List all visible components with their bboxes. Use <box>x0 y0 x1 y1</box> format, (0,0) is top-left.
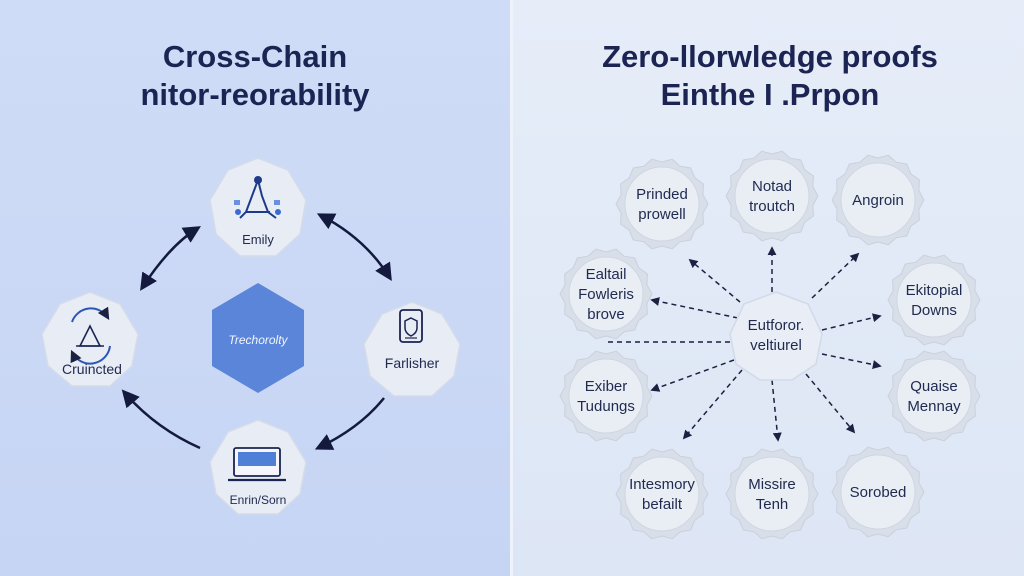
gear-node-label: Sorobed <box>850 484 907 501</box>
node-top: Emily <box>209 157 307 257</box>
gear-face <box>840 162 916 238</box>
spoke-top-right <box>811 252 860 299</box>
node-top-label: Emily <box>242 232 274 247</box>
spoke-bottom-left <box>682 369 743 440</box>
gear-node-label: brove <box>587 306 625 323</box>
gear-node-label: Notad <box>752 178 792 195</box>
node-left: Cruincted <box>41 291 139 387</box>
cycle-arrows <box>121 213 392 450</box>
gear-node-label: Intesmory <box>629 476 695 493</box>
gear-node-label: Ealtail <box>586 266 627 283</box>
node-bottom: Enrin/Sorn <box>209 419 307 515</box>
right-title: Zero-llorwledge proofs Einthe I .Prpon <box>560 38 980 114</box>
hub-label-line2: veltiurel <box>750 337 802 354</box>
cycle-arrows-icon <box>70 306 111 365</box>
spoke-low-left <box>650 359 735 392</box>
center-hexagon: Trechorolty <box>212 283 304 393</box>
gear-node-label: Mennay <box>907 398 961 415</box>
gear-node-label: Quaise <box>910 378 958 395</box>
spoke-low-right <box>821 353 882 369</box>
gear-node-label: Ekitopial <box>906 282 963 299</box>
cycle-arrow-bottom-left <box>121 389 201 450</box>
gear-node-label: Missire <box>748 476 796 493</box>
left-title-line1: Cross-Chain <box>162 39 348 74</box>
gear-node-top-left: Prinded prowell <box>615 158 709 250</box>
gear-face <box>568 256 644 332</box>
gear-node-label: Tudungs <box>577 398 635 415</box>
node-right: Farlisher <box>363 301 461 397</box>
node-bottom-label: Enrin/Sorn <box>230 493 287 507</box>
gear-node-label: Fowleris <box>578 286 634 303</box>
gear-node-label: Prinded <box>636 186 688 203</box>
node-right-label: Farlisher <box>385 355 440 371</box>
cycle-arrow-bottom-right <box>314 397 385 450</box>
node-left-label: Cruincted <box>62 361 122 377</box>
document-shield-icon <box>399 309 423 343</box>
network-tree-icon <box>234 176 281 219</box>
spoke-top-left <box>688 258 741 303</box>
gear-node-top-center: Notad troutch <box>725 150 819 242</box>
left-title: Cross-Chain nitor-reorability <box>80 38 430 114</box>
gear-node-label: Exiber <box>585 378 628 395</box>
gear-face <box>896 262 972 338</box>
cycle-arrow-top-left <box>140 226 201 291</box>
gear-node-label: Angroin <box>852 192 904 209</box>
gear-face <box>734 456 810 532</box>
gear-node-bottom-left: Intesmory befailt <box>615 448 709 540</box>
gear-node-label: prowell <box>638 206 686 223</box>
gear-node-label: befailt <box>642 496 683 513</box>
laptop-icon <box>228 447 286 482</box>
gear-node-label: Tenh <box>756 496 789 513</box>
gear-node-bottom-right: Sorobed <box>831 446 925 538</box>
spoke-arrows <box>606 246 882 442</box>
hub-node: Eutforor. veltiurel <box>729 291 823 381</box>
spoke-mid-right <box>821 313 882 331</box>
spoke-bottom-center <box>771 379 782 442</box>
spoke-upper-left <box>650 297 739 319</box>
right-title-line1: Zero-llorwledge proofs <box>602 39 938 74</box>
gear-node-top-right: Angroin <box>831 154 925 246</box>
left-title-line2: nitor-reorability <box>140 77 370 112</box>
gear-face <box>896 358 972 434</box>
gear-face <box>624 166 700 242</box>
gear-face <box>624 456 700 532</box>
cycle-arrow-top-right <box>316 213 392 281</box>
hub-label-line1: Eutforor. <box>748 317 805 334</box>
panel-divider <box>510 0 513 576</box>
gear-face <box>734 158 810 234</box>
gear-node-label: Downs <box>911 302 957 319</box>
spoke-bottom-right <box>805 373 856 434</box>
gear-face <box>840 454 916 530</box>
gear-face <box>568 358 644 434</box>
gear-node-label: troutch <box>749 198 795 215</box>
right-title-line2: Einthe I .Prpon <box>660 77 880 112</box>
center-hexagon-label: Trechorolty <box>228 333 288 347</box>
